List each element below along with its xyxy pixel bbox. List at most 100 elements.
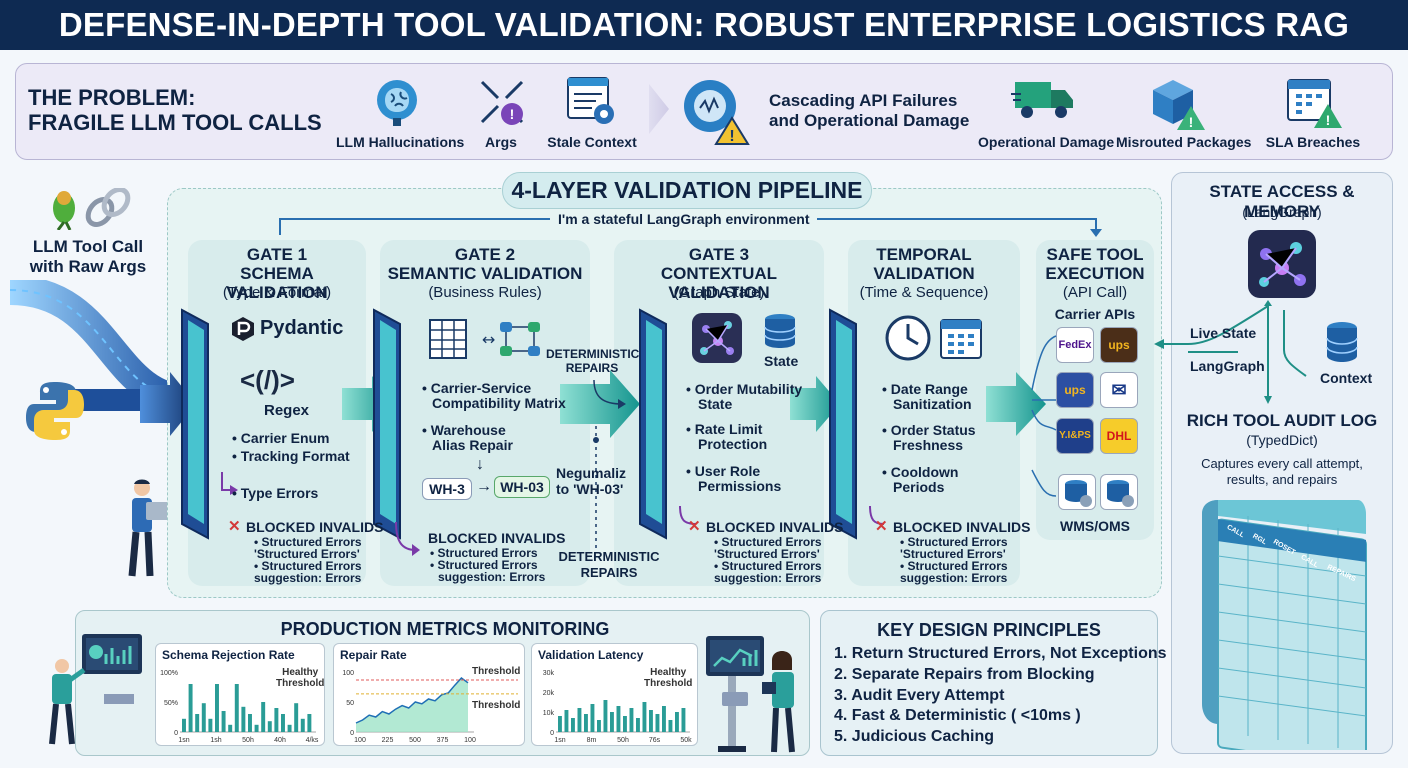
regex-icon: <(/)> bbox=[240, 365, 295, 395]
temporal-err-1: 'Structured Errors' bbox=[900, 547, 1006, 561]
repair-arrow-top bbox=[593, 379, 626, 409]
y-tick-label: 100% bbox=[160, 670, 178, 677]
gate1-sub: (Type & Format) bbox=[222, 284, 332, 301]
calendar-icon bbox=[940, 319, 982, 359]
failing-gear-icon: ! bbox=[684, 80, 750, 145]
bar bbox=[215, 684, 219, 732]
bar bbox=[668, 720, 673, 732]
temporal-line1: TEMPORAL bbox=[876, 245, 972, 264]
input-line2: with Raw Args bbox=[29, 257, 147, 276]
input-line1: LLM Tool Call bbox=[32, 237, 144, 256]
bar bbox=[234, 684, 239, 732]
gate3-line2: CONTEXTUAL VALIDATION bbox=[660, 264, 778, 302]
cause-hallucinations: LLM Hallucinations bbox=[336, 134, 465, 150]
carrier-other: Y.I&PS bbox=[1056, 418, 1094, 454]
bar bbox=[188, 684, 193, 732]
audit-desc: Captures every call attempt,results, and… bbox=[1201, 456, 1363, 487]
x-tick-label: 50h bbox=[617, 737, 629, 744]
temporal-check-1-l2: Freshness bbox=[893, 437, 964, 453]
gate2-blocked: BLOCKED INVALIDS bbox=[428, 530, 566, 546]
wms-label: WMS/OMS bbox=[1060, 518, 1130, 534]
temporal-check-2-l2: Periods bbox=[893, 479, 945, 495]
x-tick-label: 500 bbox=[409, 737, 421, 744]
impact-misrouted-packages: Misrouted Packages bbox=[1116, 134, 1252, 150]
carrier-fedex: FedEx bbox=[1056, 327, 1094, 363]
bar bbox=[558, 716, 562, 732]
gate2-check2-l2: Alias Repair bbox=[432, 437, 513, 453]
bar bbox=[577, 708, 582, 732]
sla-calendar-icon: ! bbox=[1287, 79, 1342, 128]
bar bbox=[629, 708, 634, 732]
gate3-check-2: • User Role bbox=[686, 463, 761, 479]
gate3-sub: (Graph State) bbox=[673, 284, 765, 301]
carrier-ups-1: ups bbox=[1100, 327, 1138, 363]
analyst-dashboard-icon bbox=[49, 634, 142, 745]
temporal-sub: (Time & Sequence) bbox=[859, 284, 989, 301]
y-tick-label: 0 bbox=[350, 730, 354, 737]
gate1-x-icon: ✕ bbox=[228, 518, 241, 535]
metrics-title: PRODUCTION METRICS MONITORING bbox=[280, 619, 610, 639]
flow-chevron-icon bbox=[649, 84, 669, 134]
problem-title-line2: FRAGILE LLM TOOL CALLS bbox=[28, 110, 322, 135]
type-error-arrow bbox=[221, 472, 238, 495]
langgraph-label: LangGraph bbox=[1190, 358, 1265, 374]
y-tick-label: 50% bbox=[164, 700, 178, 707]
state-sub: (LangGraph) bbox=[1242, 204, 1322, 220]
x-tick-label: 375 bbox=[437, 737, 449, 744]
gate1-check-1: • Tracking Format bbox=[232, 448, 350, 464]
gate3-slab bbox=[639, 308, 667, 540]
temporal-check-0: • Date Range bbox=[882, 381, 968, 397]
principle-0: 1. Return Structured Errors, Not Excepti… bbox=[834, 645, 1167, 662]
bar bbox=[281, 714, 285, 732]
gate3-err-3: suggestion: Errors bbox=[714, 571, 822, 585]
gate1-regex: Regex bbox=[264, 402, 310, 419]
impact-operational-damage: Operational Damage bbox=[978, 134, 1115, 150]
svg-text:!: ! bbox=[1189, 114, 1194, 130]
area-line bbox=[355, 676, 469, 724]
broken-args-icon: ! bbox=[480, 80, 524, 125]
langgraph-logo-icon bbox=[1248, 230, 1316, 298]
y-tick-label: 0 bbox=[174, 730, 178, 737]
gate3-check-1-l2: Protection bbox=[698, 436, 768, 452]
gate2-line2: SEMANTIC VALIDATION bbox=[387, 264, 583, 283]
gate2-line1: GATE 2 bbox=[454, 245, 516, 264]
langgraph-node-icon bbox=[692, 313, 742, 363]
svg-text:↔: ↔ bbox=[482, 330, 495, 349]
problem-panel: THE PROBLEM: FRAGILE LLM TOOL CALLS LLM … bbox=[15, 63, 1393, 160]
audit-log-scroll bbox=[1202, 500, 1367, 750]
principle-2: 3. Audit Every Attempt bbox=[834, 687, 1005, 704]
gate1-check-0: • Carrier Enum bbox=[232, 430, 330, 446]
bar bbox=[287, 724, 292, 732]
bar bbox=[221, 711, 226, 732]
principle-3: 4. Fast & Deterministic ( <10ms ) bbox=[834, 707, 1081, 724]
bar bbox=[208, 718, 213, 732]
gate2-check2: • Warehouse bbox=[422, 422, 506, 438]
carrier-ups-2: ups bbox=[1056, 372, 1094, 408]
bar bbox=[610, 712, 614, 732]
cascade-line2: and Operational Damage bbox=[769, 111, 970, 130]
chart1-title: Schema Rejection Rate bbox=[162, 648, 295, 662]
gate1-err-2: • Structured Errors bbox=[254, 559, 362, 573]
gate2-err-0: • Structured Errors bbox=[430, 546, 538, 560]
bar bbox=[662, 706, 666, 732]
gate1-line2: SCHEMA VALIDATION bbox=[226, 264, 328, 302]
misrouted-package-icon: ! bbox=[1153, 80, 1205, 130]
temporal-check-2: • Cooldown bbox=[882, 464, 959, 480]
bar bbox=[267, 721, 272, 732]
gate2-check1-l2: Compatibility Matrix bbox=[432, 395, 566, 411]
audit-sub: (TypedDict) bbox=[1246, 432, 1318, 448]
bar bbox=[636, 718, 640, 732]
bar bbox=[261, 702, 266, 732]
bar bbox=[195, 714, 200, 732]
gate3-x-icon: ✕ bbox=[688, 518, 701, 535]
gate1-lib: Pydantic bbox=[260, 317, 344, 339]
bar bbox=[655, 714, 660, 732]
problem-title-line1: THE PROBLEM: bbox=[28, 85, 196, 110]
y-tick-label: 30k bbox=[543, 670, 555, 677]
y-tick-label: 10k bbox=[543, 710, 555, 717]
gate3-err-2: • Structured Errors bbox=[714, 559, 822, 573]
bar bbox=[571, 718, 575, 732]
